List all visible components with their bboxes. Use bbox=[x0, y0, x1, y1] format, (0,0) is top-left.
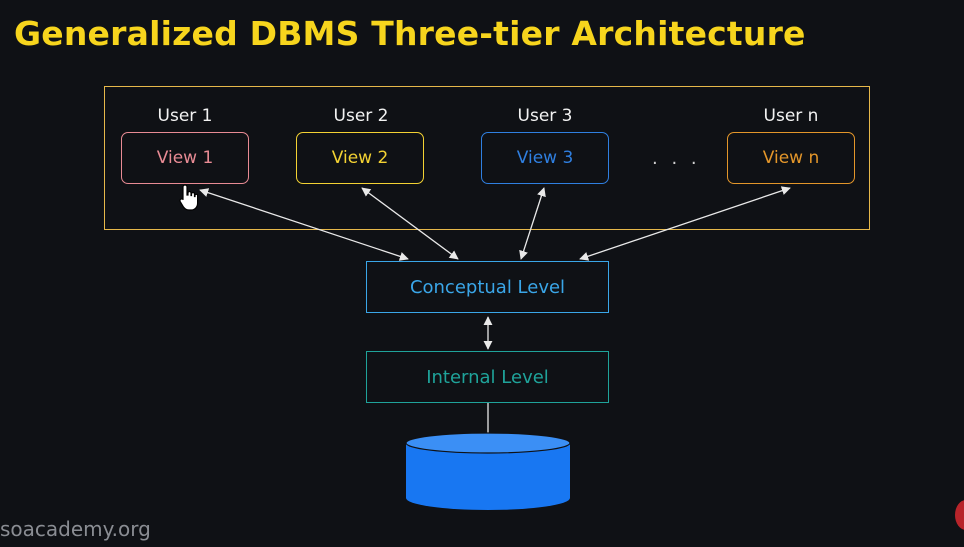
view-label-1: View 1 bbox=[156, 148, 214, 168]
arrow-view1-conceptual bbox=[199, 188, 409, 261]
internal-level-box: Internal Level bbox=[366, 351, 609, 403]
database-cylinder bbox=[405, 432, 571, 510]
conceptual-level-box: Conceptual Level bbox=[366, 261, 609, 313]
internal-level-label: Internal Level bbox=[426, 366, 549, 388]
more-users-ellipsis: . . . bbox=[652, 148, 701, 169]
user-label-2: User 2 bbox=[333, 106, 389, 126]
external-level-frame bbox=[104, 86, 870, 230]
view-box-1: View 1 bbox=[121, 132, 249, 184]
view-box-n: View n bbox=[727, 132, 855, 184]
view-label-3: View 3 bbox=[516, 148, 574, 168]
conceptual-level-label: Conceptual Level bbox=[409, 276, 566, 298]
hand-cursor-icon bbox=[179, 184, 199, 216]
user-label-3: User 3 bbox=[517, 106, 573, 126]
view-label-n: View n bbox=[762, 148, 820, 168]
arrow-viewn-conceptual bbox=[579, 186, 791, 261]
view-box-2: View 2 bbox=[296, 132, 424, 184]
arrow-view2-conceptual bbox=[361, 187, 459, 260]
arrow-view3-conceptual bbox=[519, 187, 546, 260]
presenter-avatar-edge bbox=[955, 500, 964, 530]
view-box-3: View 3 bbox=[481, 132, 609, 184]
view-label-2: View 2 bbox=[331, 148, 389, 168]
user-label-n: User n bbox=[763, 106, 819, 126]
user-label-1: User 1 bbox=[157, 106, 213, 126]
slide-title: Generalized DBMS Three-tier Architecture bbox=[14, 14, 806, 53]
watermark: soacademy.org bbox=[0, 517, 151, 541]
